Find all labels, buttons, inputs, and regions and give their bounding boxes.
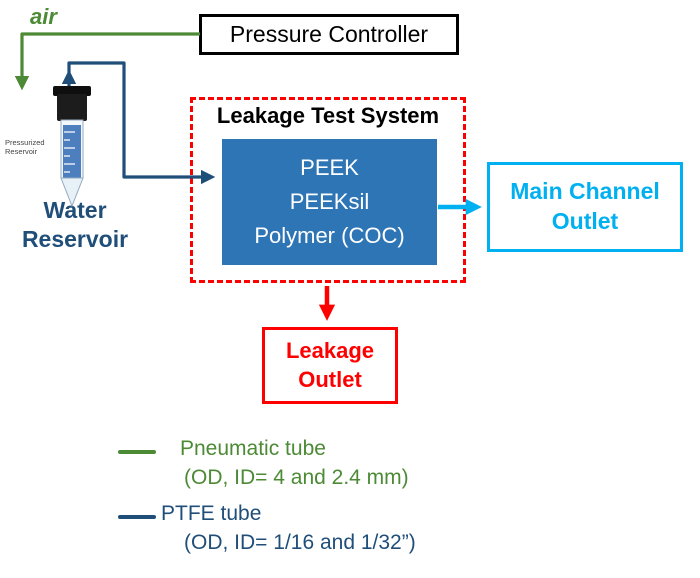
reservoir-cap-flange [53, 86, 91, 96]
chip-material-line3: Polymer (COC) [254, 223, 405, 249]
reservoir-liquid [63, 125, 81, 178]
water-reservoir-graphic [53, 86, 91, 208]
reservoir-tube-body [60, 119, 84, 179]
pneumatic-tube-legend-name: Pneumatic tube [180, 437, 326, 460]
pressure-controller-label: Pressure Controller [229, 21, 429, 47]
water-reservoir-label-line2: Reservoir [21, 225, 129, 252]
reservoir-graduation-marks [64, 131, 75, 173]
pneumatic-air-line [14, 32, 200, 91]
pressurized-reservoir-tiny-label: Pressurized Reservoir [5, 138, 45, 156]
pneumatic-tube-legend-swatch [118, 450, 156, 454]
reservoir-cap [57, 94, 87, 121]
chip-material-line2: PEEKsil [289, 188, 370, 214]
ptfe-tube-legend-name: PTFE tube [161, 502, 262, 525]
main-channel-outlet-box: Main Channel Outlet [487, 162, 683, 252]
chip-material-line1: PEEK [300, 154, 359, 180]
test-chip-box: PEEK PEEKsil Polymer (COC) [222, 139, 437, 265]
leakage-outlet-line1: Leakage [285, 337, 375, 363]
water-reservoir-label-line1: Water [43, 197, 107, 223]
ptfe-tube-legend-spec: (OD, ID= 1/16 and 1/32”) [184, 531, 416, 554]
air-line-label: air [30, 4, 57, 29]
leakage-test-system-boundary [190, 97, 466, 283]
main-channel-outlet-line2: Outlet [551, 208, 619, 234]
leakage-outlet-line2: Outlet [298, 366, 362, 392]
pneumatic-tube-legend-spec: (OD, ID= 4 and 2.4 mm) [184, 466, 409, 489]
pressure-controller-box: Pressure Controller [199, 14, 459, 55]
leakage-outlet-box: Leakage Outlet [262, 327, 398, 404]
leakage-test-system-title: Leakage Test System [216, 103, 440, 128]
water-reservoir-label: Water Reservoir [0, 196, 150, 254]
ptfe-tube-legend-swatch [118, 515, 156, 519]
main-channel-outlet-line1: Main Channel [510, 178, 660, 205]
